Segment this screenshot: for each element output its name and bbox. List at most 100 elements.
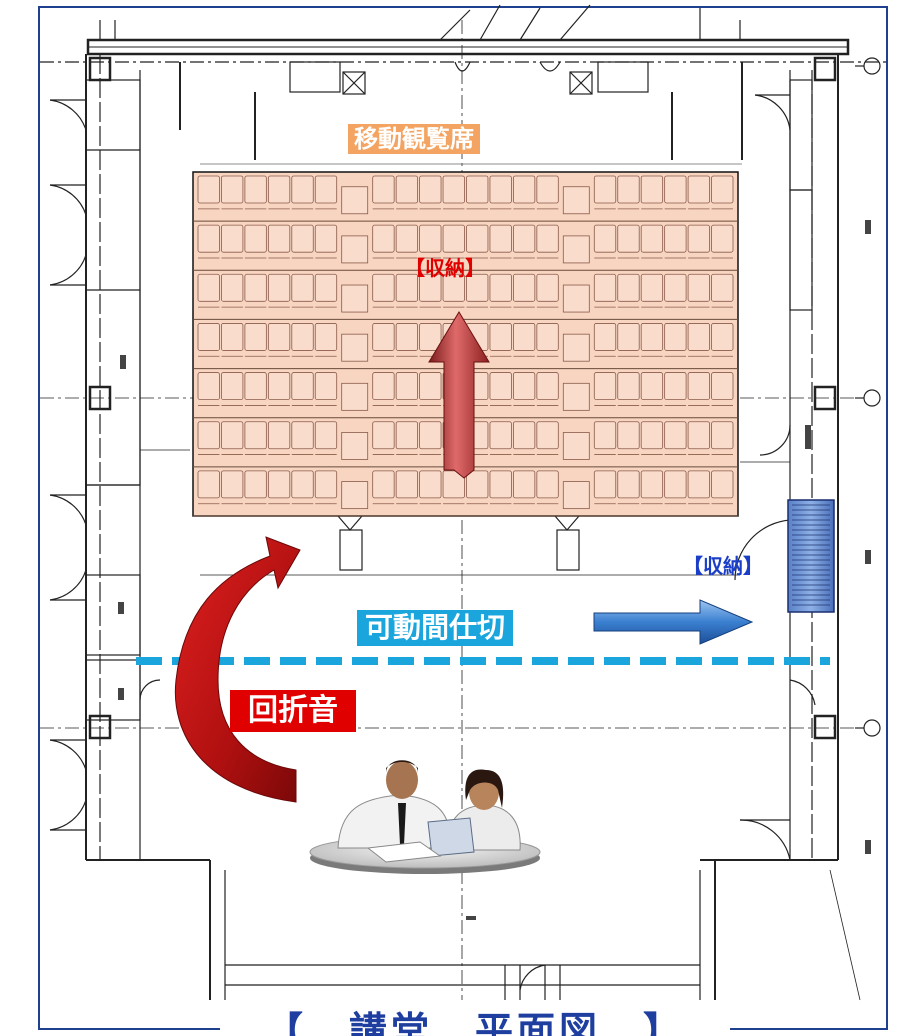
- aisle-step: [341, 432, 369, 460]
- seat: [536, 372, 559, 401]
- seat: [593, 323, 617, 351]
- seat: [314, 372, 338, 401]
- aisle-step: [562, 186, 590, 215]
- seat: [244, 372, 267, 401]
- seat: [513, 273, 536, 302]
- seat: [221, 421, 244, 450]
- seat: [711, 470, 734, 499]
- seat: [593, 224, 617, 253]
- seat: [489, 273, 512, 302]
- seat: [197, 175, 220, 204]
- seat: [291, 372, 314, 401]
- seat: [197, 470, 220, 499]
- aisle-step: [562, 432, 590, 460]
- seat: [617, 421, 640, 450]
- seat: [197, 372, 220, 401]
- aisle-step: [562, 481, 590, 510]
- seat: [197, 421, 220, 450]
- drawing-annotation-marks: [118, 220, 871, 920]
- seat: [640, 224, 664, 253]
- seat: [419, 175, 442, 204]
- seat: [314, 421, 338, 450]
- seat: [372, 470, 395, 499]
- seat: [640, 421, 664, 450]
- seat: [221, 273, 244, 302]
- seat: [291, 323, 314, 351]
- aisle-step: [341, 186, 369, 215]
- seat: [419, 421, 442, 450]
- seat: [687, 273, 710, 302]
- seat: [291, 175, 314, 204]
- seat: [617, 273, 640, 302]
- seat: [687, 421, 710, 450]
- seat: [593, 273, 617, 302]
- seat: [419, 470, 442, 499]
- seat: [395, 175, 418, 204]
- seat: [593, 470, 617, 499]
- seat: [536, 470, 559, 499]
- seat: [536, 175, 559, 204]
- seat: [395, 224, 418, 253]
- seat: [593, 372, 617, 401]
- seat: [536, 273, 559, 302]
- seat: [372, 224, 395, 253]
- seat: [617, 372, 640, 401]
- seat: [372, 175, 395, 204]
- seat: [291, 470, 314, 499]
- seat: [419, 273, 442, 302]
- aisle-step: [341, 333, 369, 362]
- seat: [640, 470, 664, 499]
- seat: [267, 224, 291, 253]
- seat: [221, 175, 244, 204]
- figure-title-box: 【 講堂 平面図 】: [220, 1010, 730, 1036]
- diffracted-sound-label: 回折音: [230, 690, 356, 732]
- seat: [711, 421, 734, 450]
- movable-partition-label: 可動間仕切: [357, 610, 514, 646]
- seat: [291, 421, 314, 450]
- seat: [489, 372, 512, 401]
- seat: [711, 273, 734, 302]
- seat: [197, 224, 220, 253]
- seat: [221, 470, 244, 499]
- seat: [197, 273, 220, 302]
- seat: [711, 224, 734, 253]
- seat: [664, 470, 687, 499]
- seat: [395, 470, 418, 499]
- seat: [593, 421, 617, 450]
- seat: [442, 224, 465, 253]
- seat: [513, 470, 536, 499]
- seat: [372, 421, 395, 450]
- seat: [221, 224, 244, 253]
- seat: [291, 224, 314, 253]
- seat: [664, 273, 687, 302]
- seat: [664, 224, 687, 253]
- seat: [466, 224, 489, 253]
- seat: [197, 323, 220, 351]
- seat: [593, 175, 617, 204]
- seat: [617, 175, 640, 204]
- diffraction-curved-arrow: [174, 536, 301, 803]
- seat: [291, 273, 314, 302]
- seat: [267, 323, 291, 351]
- seat: [711, 175, 734, 204]
- seat: [489, 175, 512, 204]
- storage-unit-right: [787, 499, 835, 613]
- seat: [244, 470, 267, 499]
- seat: [466, 470, 489, 499]
- storage-label-right: 【収納】: [683, 554, 763, 578]
- seat: [267, 175, 291, 204]
- seat: [395, 323, 418, 351]
- seat: [244, 273, 267, 302]
- mobile-seating-label: 移動観覧席: [348, 124, 480, 154]
- seat: [664, 372, 687, 401]
- wall-lines: [40, 4, 888, 1001]
- seat: [442, 273, 465, 302]
- seat: [640, 323, 664, 351]
- seat: [513, 421, 536, 450]
- aisle-step: [562, 284, 590, 313]
- seat: [244, 175, 267, 204]
- aisle-step: [562, 382, 590, 411]
- seat: [536, 421, 559, 450]
